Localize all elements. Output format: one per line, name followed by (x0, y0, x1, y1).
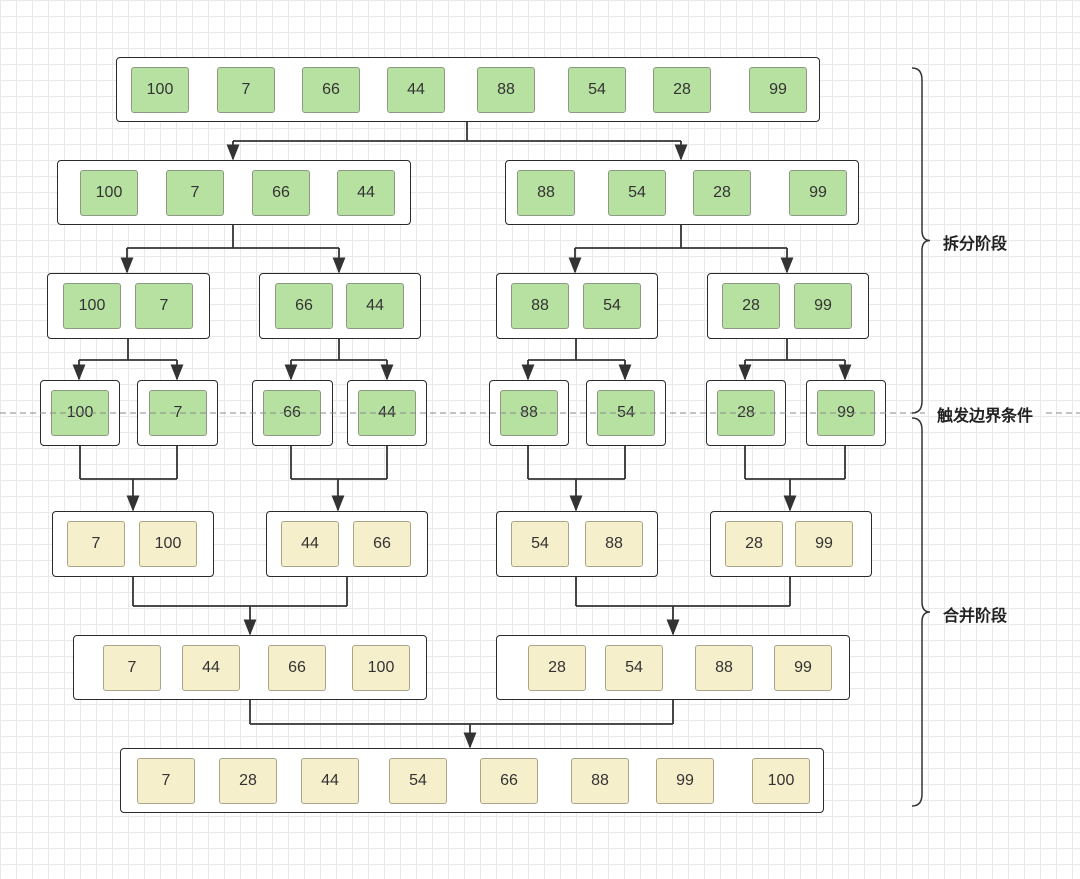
array-element: 44 (301, 757, 359, 804)
split-phase-brace (911, 67, 931, 414)
array-element: 7 (217, 66, 275, 113)
array-element: 100 (752, 757, 810, 804)
split-phase-label: 拆分阶段 (943, 234, 1008, 253)
array-element: 99 (656, 757, 714, 804)
array-element: 7 (137, 757, 195, 804)
array-element: 7 (166, 169, 224, 216)
array-element: 66 (268, 644, 326, 691)
array-element: 99 (794, 283, 852, 329)
array-element: 100 (352, 644, 410, 691)
array-element: 28 (528, 644, 586, 691)
array-element: 88 (585, 521, 643, 567)
array-element: 7 (149, 390, 207, 436)
array-element: 28 (693, 169, 751, 216)
array-element: 100 (80, 169, 138, 216)
array-element: 44 (346, 283, 404, 329)
array-element: 100 (139, 521, 197, 567)
merge-phase-brace (911, 417, 931, 807)
array-element: 54 (605, 644, 663, 691)
array-element: 100 (63, 283, 121, 329)
array-element: 54 (583, 283, 641, 329)
array-element: 54 (389, 757, 447, 804)
array-element: 54 (568, 66, 626, 113)
array-element: 28 (725, 521, 783, 567)
array-element: 99 (795, 521, 853, 567)
array-element: 54 (511, 521, 569, 567)
array-element: 44 (337, 169, 395, 216)
array-element: 88 (500, 390, 558, 436)
array-element: 100 (131, 66, 189, 113)
array-element: 66 (480, 757, 538, 804)
array-element: 66 (302, 66, 360, 113)
array-element: 88 (517, 169, 575, 216)
array-element: 99 (774, 644, 832, 691)
array-element: 88 (695, 644, 753, 691)
array-element: 54 (608, 169, 666, 216)
array-element: 28 (219, 757, 277, 804)
array-element: 28 (722, 283, 780, 329)
array-element: 7 (67, 521, 125, 567)
boundary-condition-label: 触发边界条件 (937, 406, 1034, 425)
array-element: 88 (511, 283, 569, 329)
array-element: 66 (252, 169, 310, 216)
array-element: 88 (477, 66, 535, 113)
array-element: 99 (789, 169, 847, 216)
array-element: 28 (653, 66, 711, 113)
array-element: 44 (281, 521, 339, 567)
merge-phase-label: 合并阶段 (943, 606, 1008, 625)
array-element: 7 (103, 644, 161, 691)
array-element: 88 (571, 757, 629, 804)
array-element: 44 (182, 644, 240, 691)
array-element: 66 (353, 521, 411, 567)
array-element: 44 (387, 66, 445, 113)
array-element: 99 (817, 390, 875, 436)
array-element: 66 (275, 283, 333, 329)
array-element: 99 (749, 66, 807, 113)
array-element: 7 (135, 283, 193, 329)
array-element: 44 (358, 390, 416, 436)
